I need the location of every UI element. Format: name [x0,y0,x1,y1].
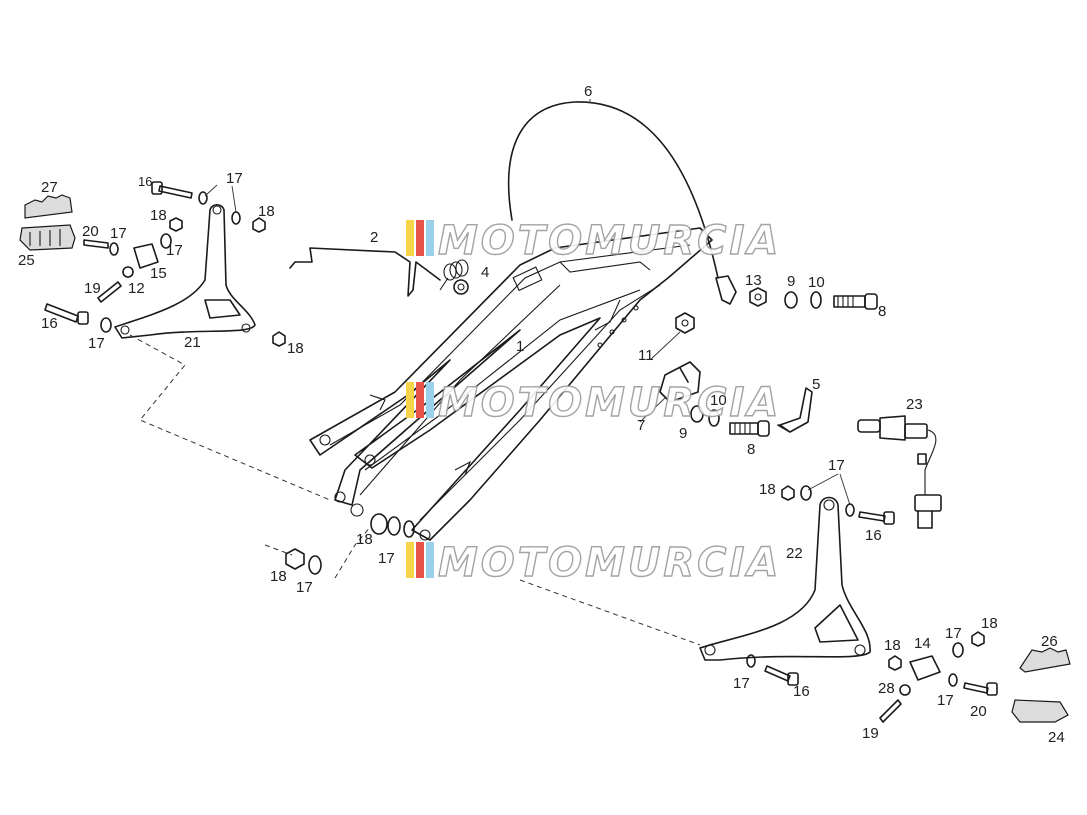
callout-22: 22 [786,545,803,562]
rod-part [289,247,441,297]
callout-9-mid: 9 [679,425,687,442]
watermark-bottom: MOTOMURCIA [406,539,781,587]
footrest-bracket-21 [114,203,256,339]
callout-8-top: 8 [878,303,886,320]
washer-9-mid [690,405,704,423]
callout-12: 12 [128,280,145,297]
callout-11: 11 [638,347,654,364]
callout-10-top: 10 [808,274,825,291]
footpeg-25 [19,224,76,251]
callout-15: 15 [150,265,167,282]
callout-17-i: 17 [945,625,962,642]
footpeg-rubber-26 [1019,647,1071,673]
bolt-8-mid [729,420,770,437]
footrest-bracket-22 [699,496,871,661]
bracket-5 [777,387,813,433]
callout-17-b: 17 [110,225,127,242]
lockwasher-10-top [810,291,822,309]
watermark-text-2: MOTOMURCIA [438,380,781,426]
watermark-text-3: MOTOMURCIA [438,540,781,586]
assembly-lines [129,334,701,646]
callout-24: 24 [1048,729,1065,746]
washer-9-top [784,291,798,309]
callout-9-top: 9 [787,273,795,290]
callout-18-e: 18 [356,531,373,548]
callout-5: 5 [812,376,820,393]
callout-20-a: 20 [82,223,99,240]
callout-16-b: 16 [41,315,58,332]
watermark-middle: MOTOMURCIA [406,379,781,427]
callout-17-d: 17 [88,335,105,352]
callout-2: 2 [370,229,378,246]
callout-21: 21 [184,334,201,351]
callout-19-b: 19 [862,725,879,742]
callout-8-mid: 8 [747,441,755,458]
lockwasher-10-mid [708,409,720,427]
footpeg-24 [1011,699,1069,723]
callout-6: 6 [584,83,592,100]
left-small-hardware [44,181,286,347]
callout-16-a: 16 [138,174,152,189]
spring-part [439,259,469,295]
callout-18-g: 18 [884,637,901,654]
cable-part [507,101,719,279]
callout-25: 25 [18,252,35,269]
callout-1: 1 [516,338,524,355]
callout-7: 7 [637,417,645,434]
callout-4: 4 [481,264,489,281]
callout-18-h: 18 [981,615,998,632]
lower-center-hardware [285,513,415,575]
callout-27: 27 [41,179,58,196]
nut-13 [749,287,767,307]
callout-labels: 1 2 4 5 6 7 8 8 9 9 10 10 11 12 13 14 15… [18,83,1065,746]
callout-28: 28 [878,680,895,697]
watermark-text-1: MOTOMURCIA [438,218,781,264]
callout-18-c: 18 [287,340,304,357]
callout-18-f: 18 [270,568,287,585]
cable-terminal [715,275,737,305]
callout-17-c: 17 [166,242,183,259]
callout-19-a: 19 [84,280,101,297]
callout-20-b: 20 [970,703,987,720]
callout-18-d: 18 [759,481,776,498]
rear-frame-part [309,227,713,541]
callout-16-d: 16 [793,683,810,700]
callout-13: 13 [745,272,762,289]
footpeg-rubber-27 [24,194,73,219]
callout-14: 14 [914,635,931,652]
bolt-8-top [833,293,878,310]
callout-18-a: 18 [150,207,167,224]
callout-16-c: 16 [865,527,882,544]
watermark-top: MOTOMURCIA [406,217,781,265]
callout-26: 26 [1041,633,1058,650]
right-small-hardware [746,485,998,723]
ignition-switch-23 [857,415,942,529]
leader-lines [204,99,851,506]
callout-23: 23 [906,396,923,413]
nut-11 [675,312,695,334]
callout-18-b: 18 [258,203,275,220]
callout-17-a: 17 [226,170,243,187]
callout-17-f: 17 [378,550,395,567]
bracket-7 [659,361,701,403]
callout-17-g: 17 [296,579,313,596]
callout-10-mid: 10 [710,392,727,409]
callout-17-e: 17 [828,457,845,474]
callout-17-h: 17 [733,675,750,692]
callout-17-j: 17 [937,692,954,709]
